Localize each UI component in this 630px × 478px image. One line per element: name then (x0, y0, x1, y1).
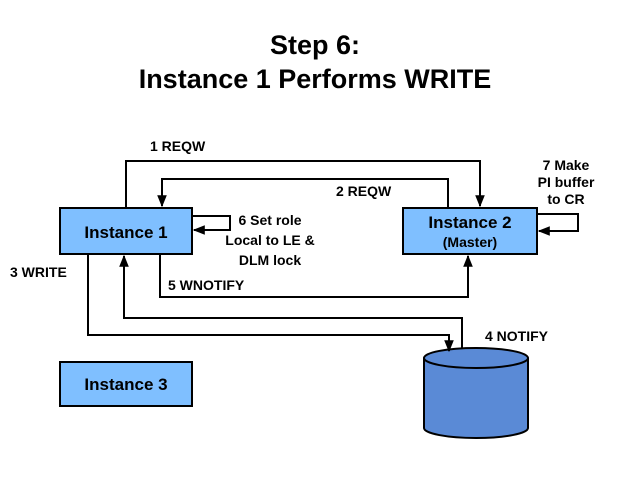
instance-3-label: Instance 3 (84, 375, 167, 394)
step-5-label: 5 WNOTIFY (168, 277, 245, 293)
step-7-label-line1: 7 Make (543, 157, 590, 173)
disk-icon (423, 347, 529, 439)
step-6-label-line1: 6 Set role (238, 212, 301, 228)
step-1-label: 1 REQW (150, 138, 206, 154)
arrow-3-write (87, 254, 454, 353)
instance-1-label: Instance 1 (84, 223, 167, 242)
step-4-label: 4 NOTIFY (485, 328, 549, 344)
arrow-4-notify (119, 254, 463, 348)
arrow-1-reqw (125, 160, 485, 208)
step-6-label-line3: DLM lock (239, 252, 301, 268)
step-7-label-line2: PI buffer (538, 174, 595, 190)
slide-title-line1: Step 6: (269, 30, 361, 60)
instance-2-box (402, 207, 538, 255)
step-6-label-line2: Local to LE & (225, 232, 314, 248)
slide-title-line2: Instance 1 Performs WRITE (138, 64, 492, 94)
step-7-label-line3: to CR (547, 191, 584, 207)
arrow-7-self-loop (537, 213, 579, 236)
instance-2-label: Instance 2 (428, 213, 511, 232)
arrow-2-reqw (157, 178, 449, 208)
instance-3-box (59, 361, 193, 407)
step-2-label: 2 REQW (336, 183, 392, 199)
step-3-label: 3 WRITE (10, 264, 67, 280)
arrow-6-self-loop (192, 215, 231, 235)
arrow-5-wnotify (159, 254, 473, 298)
instance-2-sublabel: (Master) (443, 234, 497, 250)
